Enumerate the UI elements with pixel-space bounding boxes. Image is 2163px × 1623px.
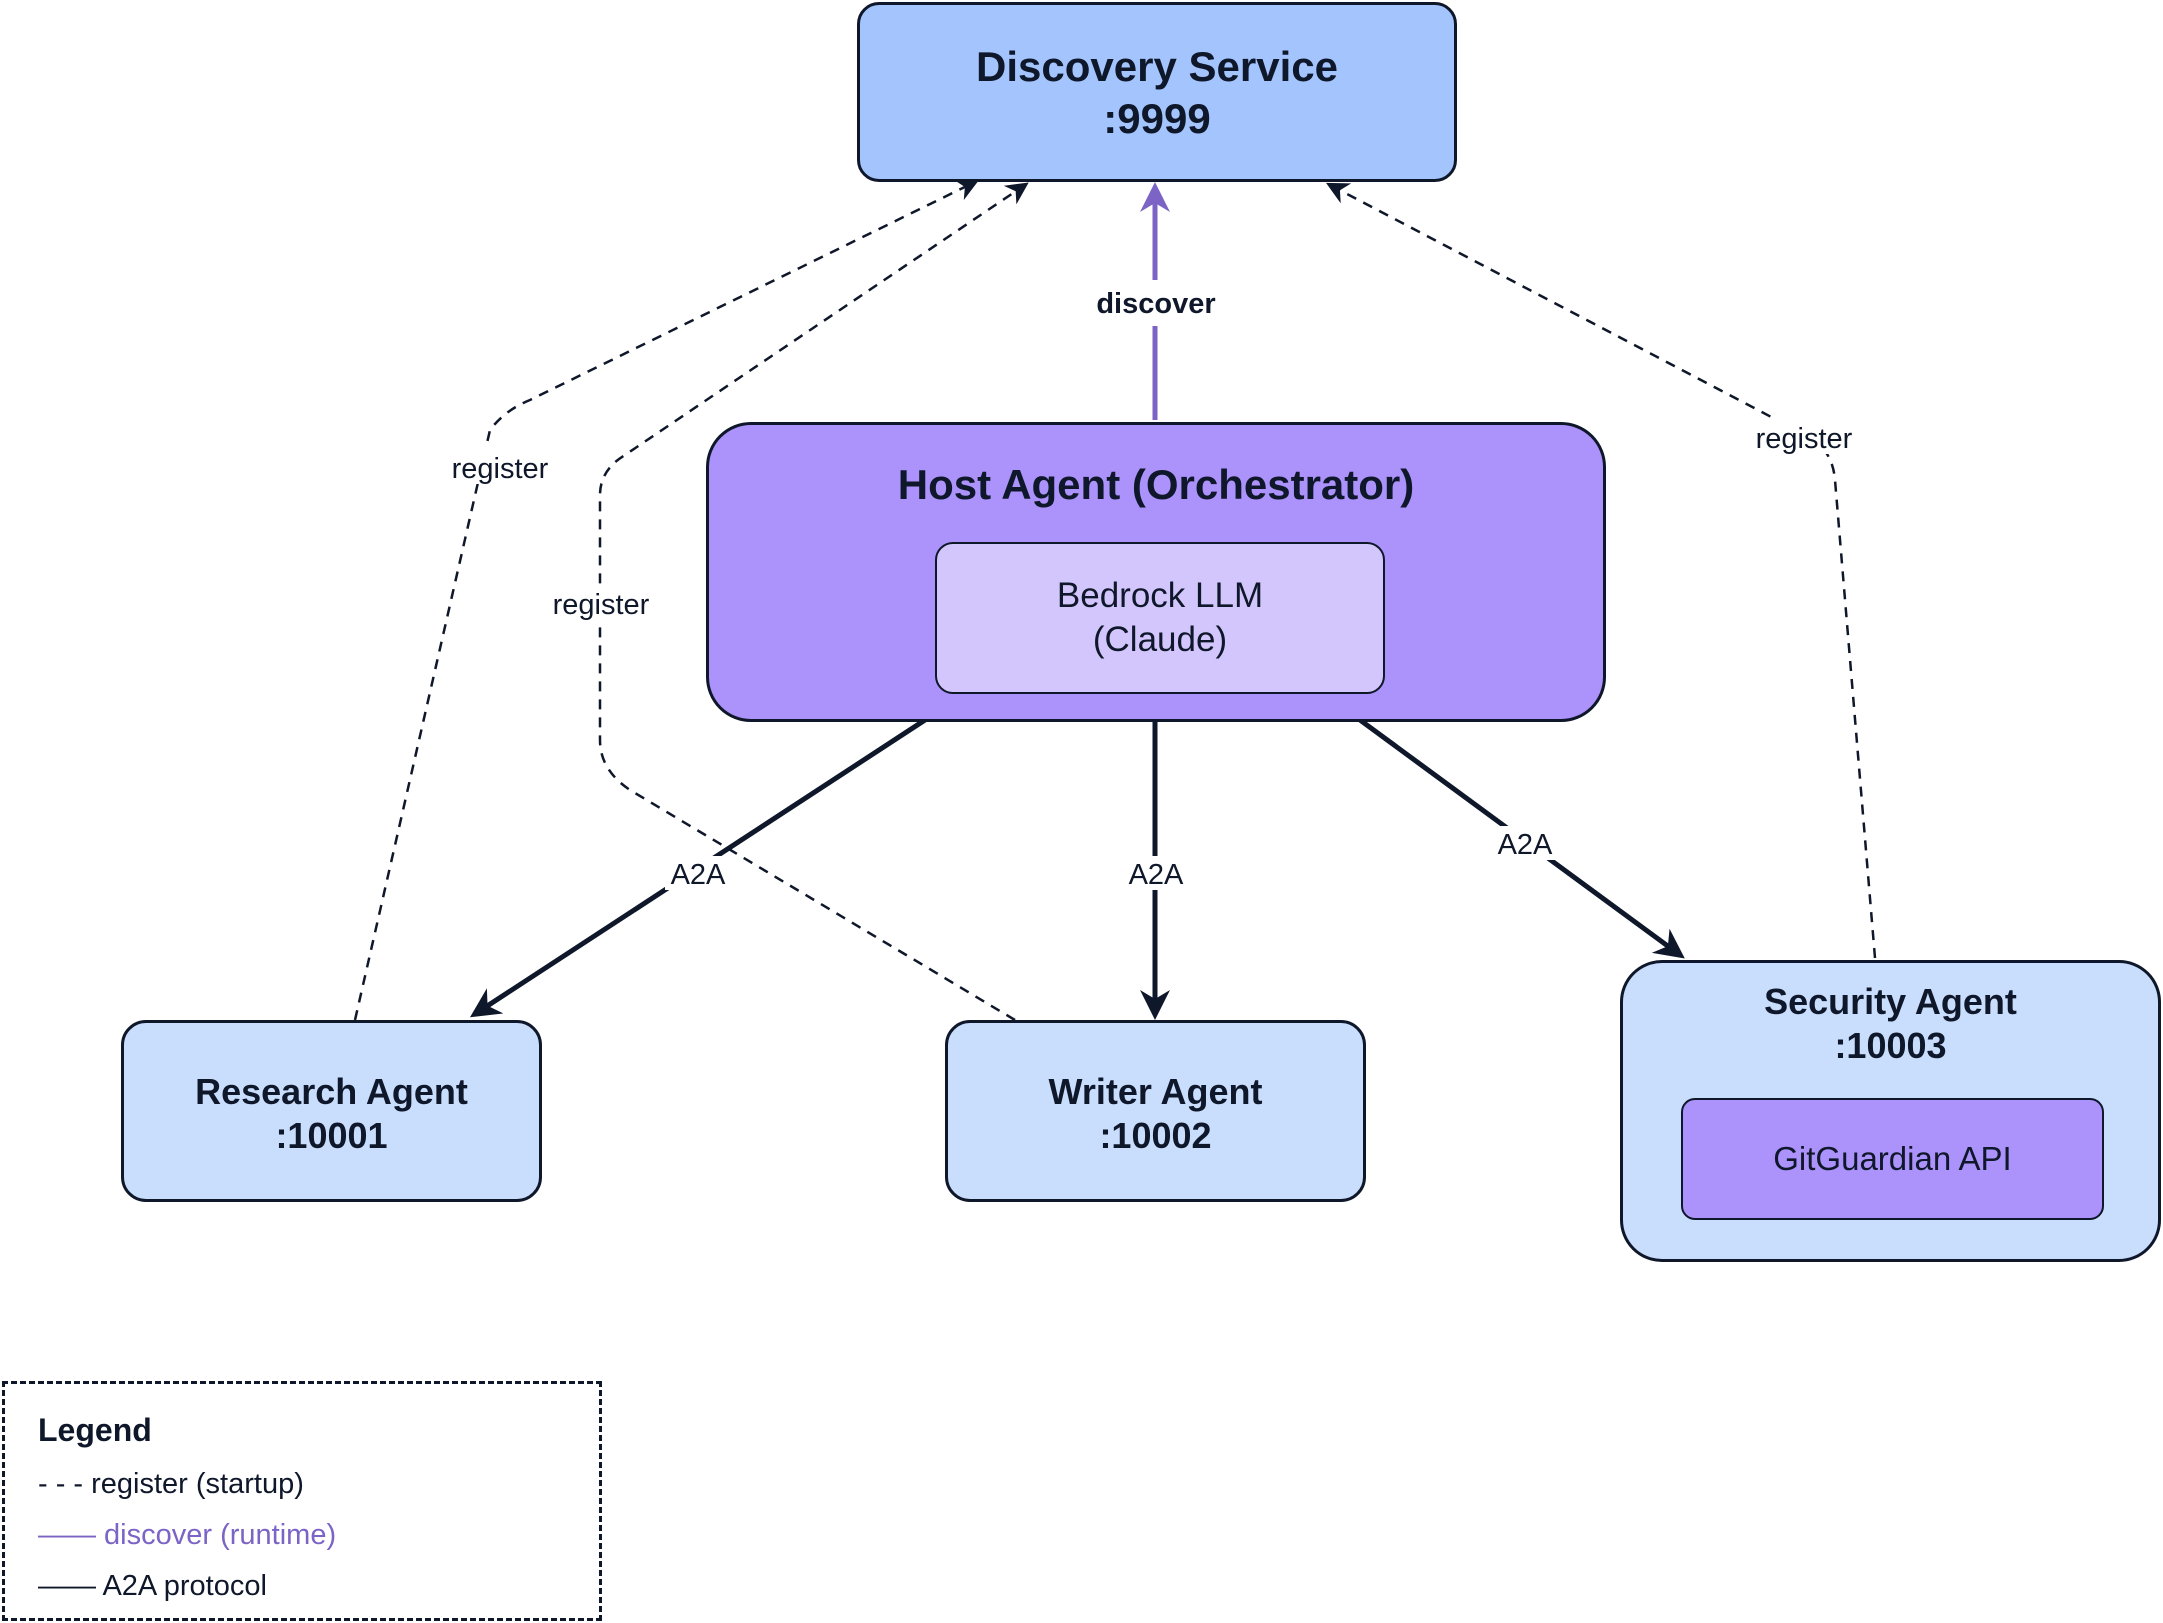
- register-label-research: register: [452, 453, 549, 485]
- register-label-writer: register: [553, 589, 650, 621]
- security-agent-port: :10003: [1834, 1025, 1947, 1066]
- legend-a2a: A2A protocol: [96, 1570, 267, 1602]
- writer-agent-port: :10002: [1099, 1115, 1212, 1156]
- legend-register: - - - register (startup): [38, 1468, 304, 1500]
- bedrock-llm-label: Bedrock LLM (Claude): [1056, 576, 1264, 659]
- writer-agent-node: Writer Agent :10002: [945, 1020, 1366, 1202]
- a2a-label-writer: A2A: [1129, 859, 1184, 891]
- legend-a2a-line: ——: [38, 1570, 96, 1602]
- legend: Legend - - - register (startup) —— disco…: [2, 1381, 602, 1621]
- a2a-label-security: A2A: [1498, 829, 1553, 861]
- legend-title: Legend: [38, 1412, 152, 1448]
- legend-discover-row: —— discover (runtime): [38, 1519, 336, 1552]
- legend-a2a-row: —— A2A protocol: [38, 1570, 267, 1603]
- discovery-service-port: :9999: [1103, 95, 1211, 142]
- security-agent-node: Security Agent :10003 GitGuardian API: [1620, 960, 2161, 1262]
- writer-agent-title: Writer Agent: [1048, 1071, 1263, 1112]
- gitguardian-api-label: GitGuardian API: [1773, 1140, 2012, 1177]
- security-agent-title: Security Agent: [1764, 981, 2017, 1022]
- bedrock-llm-node: Bedrock LLM (Claude): [935, 542, 1385, 694]
- register-label-security: register: [1756, 423, 1853, 455]
- register-edge-research: [353, 179, 980, 1021]
- research-agent-port: :10001: [275, 1115, 388, 1156]
- research-agent-title: Research Agent: [195, 1071, 468, 1112]
- a2a-label-research: A2A: [671, 859, 726, 891]
- discovery-service-title: Discovery Service: [976, 43, 1338, 90]
- legend-discover: discover (runtime): [96, 1519, 337, 1551]
- discovery-service-node: Discovery Service :9999: [857, 2, 1457, 182]
- discover-label: discover: [1096, 288, 1215, 320]
- host-agent-node: Host Agent (Orchestrator) Bedrock LLM (C…: [706, 422, 1606, 722]
- host-agent-title: Host Agent (Orchestrator): [897, 461, 1415, 508]
- legend-discover-line: ——: [38, 1519, 96, 1551]
- research-agent-node: Research Agent :10001: [121, 1020, 542, 1202]
- gitguardian-api-node: GitGuardian API: [1681, 1098, 2104, 1220]
